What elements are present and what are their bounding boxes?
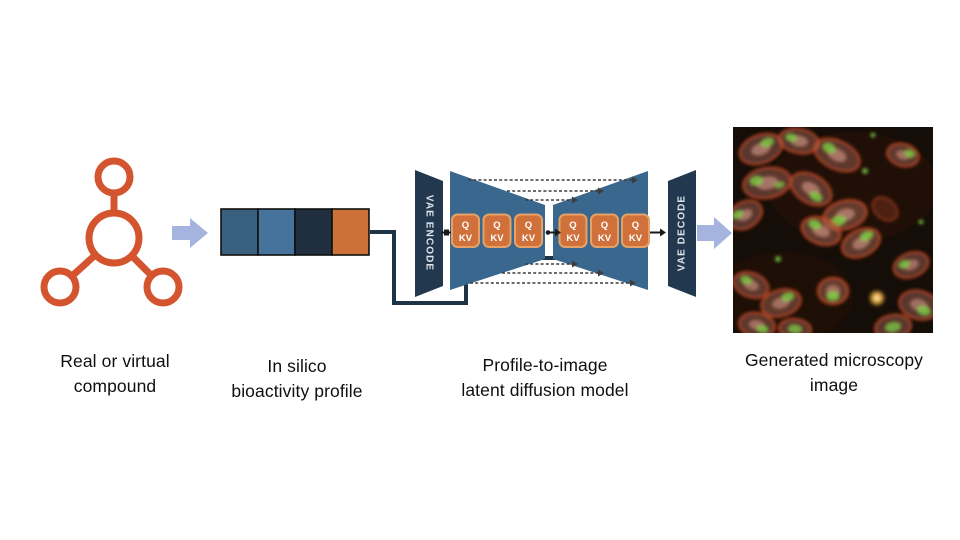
microscopy-cells-art: [733, 127, 933, 333]
bright-yellow-dot: [868, 289, 886, 307]
svg-text:KV: KV: [490, 233, 504, 244]
vae-decode-label: VAE DECODE: [677, 195, 688, 271]
caption-model-line2: latent diffusion model: [461, 380, 629, 400]
caption-compound: Real or virtual compound: [15, 349, 215, 399]
caption-profile-line2: bioactivity profile: [231, 381, 363, 401]
svg-text:Q: Q: [462, 220, 469, 231]
caption-model-line1: Profile-to-image: [482, 355, 608, 375]
caption-output-line2: image: [809, 375, 859, 395]
microscopy-image: [733, 127, 933, 333]
caption-output-line1: Generated microscopy: [744, 350, 924, 370]
profile-square-1: [220, 208, 259, 256]
caption-profile: In silico bioactivity profile: [197, 354, 397, 404]
svg-text:Q: Q: [601, 220, 608, 231]
svg-text:Q: Q: [569, 220, 576, 231]
svg-text:KV: KV: [566, 233, 580, 244]
bioactivity-profile: [220, 208, 370, 256]
qkv-block-2: Q KV: [482, 213, 512, 248]
qkv-block-1: Q KV: [451, 213, 480, 248]
svg-text:Q: Q: [493, 220, 500, 231]
profile-square-2: [257, 208, 296, 256]
skip-arrowheads: [572, 176, 638, 287]
cell-cluster-middle: [800, 196, 899, 259]
vae-encode-label: VAE ENCODE: [424, 195, 435, 271]
flow-arrow-2: [697, 217, 732, 249]
svg-text:KV: KV: [459, 233, 473, 244]
svg-text:KV: KV: [522, 233, 536, 244]
svg-text:Q: Q: [632, 220, 639, 231]
vae-encode-shape: [415, 170, 443, 297]
cell-cluster-right: [874, 142, 933, 333]
profile-square-3: [294, 208, 333, 256]
svg-text:Q: Q: [525, 220, 532, 231]
molecule-icon: [40, 157, 183, 307]
caption-profile-line1: In silico: [267, 356, 327, 376]
qkv-block-4: Q KV: [558, 213, 588, 248]
svg-text:KV: KV: [598, 233, 612, 244]
skip-connection-arrows: [468, 179, 632, 284]
cell-cluster-top-left: [733, 127, 861, 231]
vae-decode-shape: [668, 170, 696, 297]
profile-square-4: [331, 208, 370, 256]
green-specks: [775, 132, 924, 262]
cell-center-bottom: [816, 276, 850, 306]
qkv-block-3: Q KV: [514, 213, 543, 248]
flow-arrow-1: [172, 218, 208, 248]
qkv-block-5: Q KV: [590, 213, 619, 248]
caption-compound-line1: Real or virtual: [60, 351, 170, 371]
qkv-block-6: Q KV: [621, 213, 650, 248]
qkv-blocks: Q KV Q KV Q KV Q KV Q KV: [451, 213, 650, 248]
caption-compound-line2: compound: [73, 376, 157, 396]
caption-output: Generated microscopy image: [714, 348, 954, 398]
caption-model: Profile-to-image latent diffusion model: [420, 353, 670, 403]
junction-connectors: [441, 228, 666, 237]
svg-text:KV: KV: [629, 233, 643, 244]
cell-cluster-bottom-left: [733, 271, 813, 333]
